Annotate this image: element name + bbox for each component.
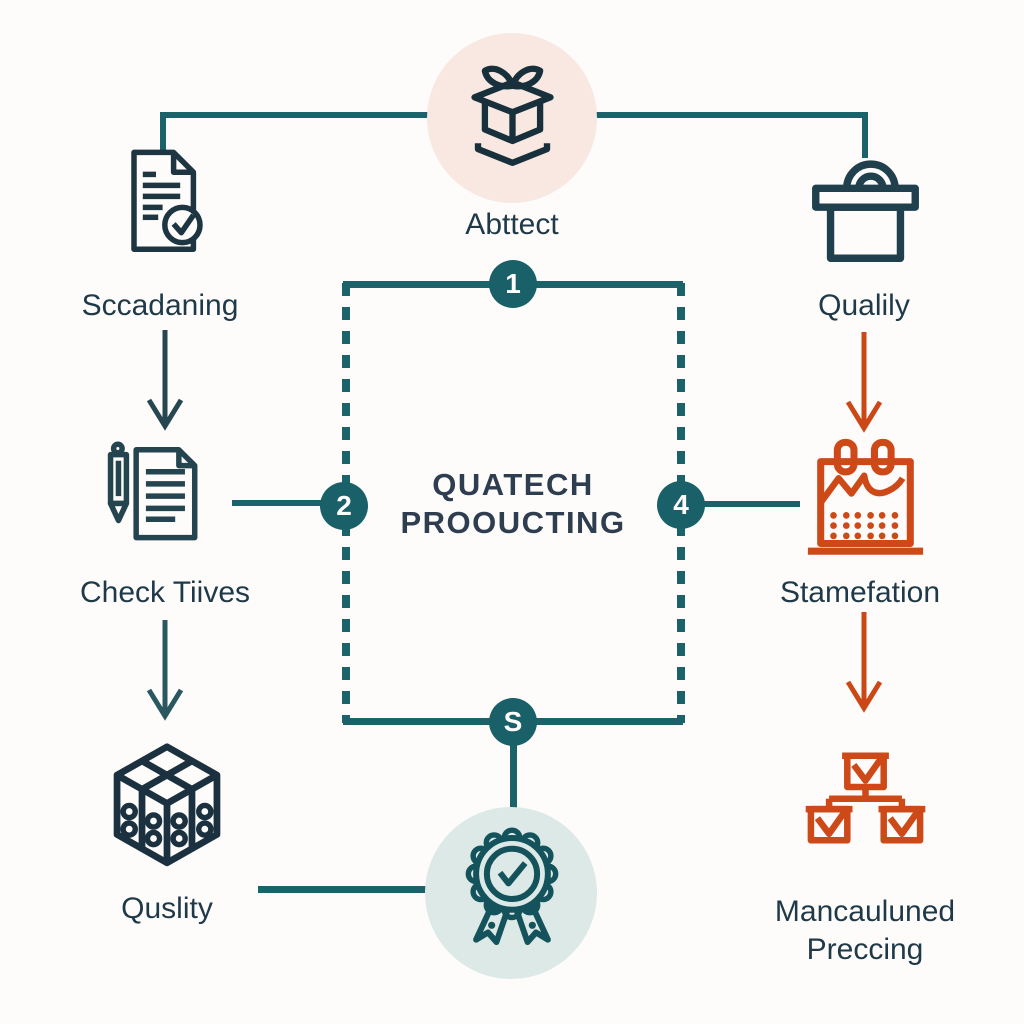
calendar-chart-icon [807, 438, 924, 555]
step-badge-5-label: S [503, 706, 523, 737]
document-check-icon [131, 149, 203, 252]
arrow-down-right-1 [845, 332, 883, 433]
basket-icon [812, 160, 919, 262]
arrow-down-right-2 [845, 612, 883, 713]
connector-badge5-to-award [510, 744, 517, 812]
node-label-bottom-right-line2: Preccing [806, 933, 924, 966]
step-badge-1-label: 1 [505, 268, 521, 299]
box-hierarchy-icon [805, 752, 926, 844]
node-label-bottom-right: Mancauluned Preccing [775, 893, 955, 969]
node-label-mid-left: Check Tiives [79, 576, 251, 609]
process-title: QUATECH PROOUCTING [400, 466, 625, 542]
step-badge-2-label: 2 [336, 490, 352, 521]
node-label-top-center: Abttect [465, 208, 559, 241]
node-label-bottom-right-line1: Mancauluned [774, 895, 956, 928]
connector-badge4-to-calendar [702, 501, 800, 507]
process-title-line2: PROOUCTING [400, 505, 626, 540]
process-title-line1: QUATECH [432, 467, 594, 502]
connector-drop-right [862, 112, 868, 158]
step-badge-5: S [489, 698, 537, 746]
connector-doc-to-badge2 [232, 500, 322, 506]
node-label-top-left: Sccadaning [81, 289, 239, 322]
step-badge-1: 1 [489, 260, 537, 308]
pen-document-icon [107, 441, 198, 541]
arrow-down-left-1 [146, 330, 184, 431]
award-ribbon-icon [465, 827, 559, 946]
node-label-bottom-left: Quslity [121, 892, 213, 925]
step-badge-4: 4 [657, 481, 705, 529]
gift-box-icon [471, 65, 554, 167]
connector-drop-left [160, 112, 166, 152]
dice-cube-icon [113, 743, 221, 867]
connector-cube-to-award [258, 886, 430, 893]
step-badge-4-label: 4 [673, 489, 689, 520]
step-badge-2: 2 [320, 482, 368, 530]
arrow-down-left-2 [146, 620, 184, 721]
node-label-mid-right: Stamefation [779, 576, 941, 609]
node-label-top-right: Qualily [818, 289, 910, 322]
